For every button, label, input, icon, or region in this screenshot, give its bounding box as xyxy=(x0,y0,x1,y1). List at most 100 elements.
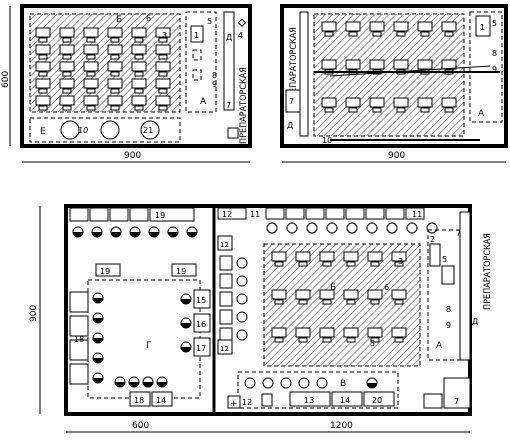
tr-room-label: ПРЕПАРАТОРСКАЯ xyxy=(289,27,299,104)
desk-stool xyxy=(110,71,120,77)
desk-stool xyxy=(274,299,284,305)
tl-label-21: 21 xyxy=(143,126,153,135)
desk xyxy=(107,78,123,89)
desk xyxy=(35,78,51,89)
desk xyxy=(295,289,311,300)
desk-stool xyxy=(62,105,72,111)
bench-box xyxy=(89,207,109,222)
b-label-20: 20 xyxy=(372,396,382,405)
tl-zone-e-label: Е xyxy=(40,127,46,137)
desk xyxy=(295,251,311,262)
desk-stool xyxy=(394,299,404,305)
tr-prep-bench xyxy=(299,11,309,137)
desk xyxy=(391,327,407,338)
desk-stool xyxy=(110,54,120,60)
b-label-2: 2 xyxy=(430,235,435,244)
desk xyxy=(131,44,147,55)
tl-zone-b-label: Б xyxy=(116,15,122,25)
desk-stool xyxy=(86,54,96,60)
b-item-12-mid xyxy=(217,235,233,251)
tr-label-5: 5 xyxy=(492,19,497,28)
tr-label-7: 7 xyxy=(289,97,294,106)
desk xyxy=(345,97,361,108)
desk xyxy=(441,97,457,108)
desk-stool xyxy=(274,261,284,267)
bench-box xyxy=(405,207,425,220)
desk-stool xyxy=(394,337,404,343)
seat xyxy=(142,376,154,388)
desk-stool xyxy=(370,337,380,343)
seat xyxy=(326,222,338,234)
bench-box xyxy=(129,207,149,222)
desk-stool xyxy=(396,31,406,37)
desk xyxy=(393,97,409,108)
bench-box xyxy=(109,207,129,222)
tl-label-8: 8 xyxy=(212,71,217,80)
desk xyxy=(59,27,75,38)
b-left-top-seats xyxy=(72,226,198,238)
b-label-11b: 11 xyxy=(412,210,422,219)
tr-label-9: 9 xyxy=(492,65,497,74)
b-item-13 xyxy=(289,391,331,407)
seat xyxy=(236,311,248,323)
b-right-top-benches xyxy=(265,207,425,220)
tl-item-4-marker xyxy=(237,18,247,27)
b-item-2 xyxy=(429,243,441,267)
desk-stool xyxy=(420,107,430,113)
desk xyxy=(35,27,51,38)
tr-dim-width: 900 xyxy=(388,151,405,161)
tl-zone-a-outline xyxy=(185,11,217,113)
desk xyxy=(321,97,337,108)
desk xyxy=(367,327,383,338)
bench-box xyxy=(365,207,385,220)
tr-leader-line xyxy=(329,65,491,77)
desk-stool xyxy=(62,37,72,43)
tl-zone-b-hatched xyxy=(29,13,181,113)
desk-stool xyxy=(38,37,48,43)
desk xyxy=(107,27,123,38)
b-item-7-left xyxy=(423,393,443,409)
desk-stool xyxy=(134,37,144,43)
tr-walls xyxy=(280,4,508,148)
b-right-left-benches xyxy=(219,255,248,343)
b-item-7-right xyxy=(443,377,471,409)
bench-box xyxy=(325,207,345,220)
desk-stool xyxy=(298,261,308,267)
desk-stool xyxy=(346,261,356,267)
desk-stool xyxy=(324,31,334,37)
tl-zone-d-label: Д xyxy=(226,33,232,42)
tl-label-4: 4 xyxy=(238,31,243,40)
desk xyxy=(35,95,51,106)
desk-stool xyxy=(62,88,72,94)
tl-desk-grid xyxy=(35,27,171,111)
b-zone-a-outline xyxy=(427,229,461,361)
b-item-small xyxy=(261,393,273,407)
desk xyxy=(319,289,335,300)
seat xyxy=(236,257,248,269)
desk xyxy=(441,21,457,32)
seat xyxy=(180,317,192,329)
b-item-14-right xyxy=(331,391,363,407)
bench-box xyxy=(305,207,325,220)
seat xyxy=(406,222,418,234)
desk-stool xyxy=(62,54,72,60)
desk xyxy=(321,59,337,70)
b-label-7a: 7 xyxy=(456,229,461,238)
bench-box xyxy=(345,207,365,220)
desk xyxy=(59,95,75,106)
desk-stool xyxy=(110,37,120,43)
seat xyxy=(236,293,248,305)
b-label-14a: 14 xyxy=(156,396,166,405)
b-item-19-right xyxy=(171,263,197,277)
seat xyxy=(346,222,358,234)
bench-box xyxy=(69,291,89,313)
desk xyxy=(35,61,51,72)
b-zone-b-label: Б xyxy=(330,283,336,293)
desk xyxy=(367,251,383,262)
seat xyxy=(148,226,160,238)
b-left-bottom-seats xyxy=(114,376,168,388)
b-desk-grid xyxy=(271,251,407,343)
seat xyxy=(266,222,278,234)
b-item-12-low xyxy=(217,339,233,355)
